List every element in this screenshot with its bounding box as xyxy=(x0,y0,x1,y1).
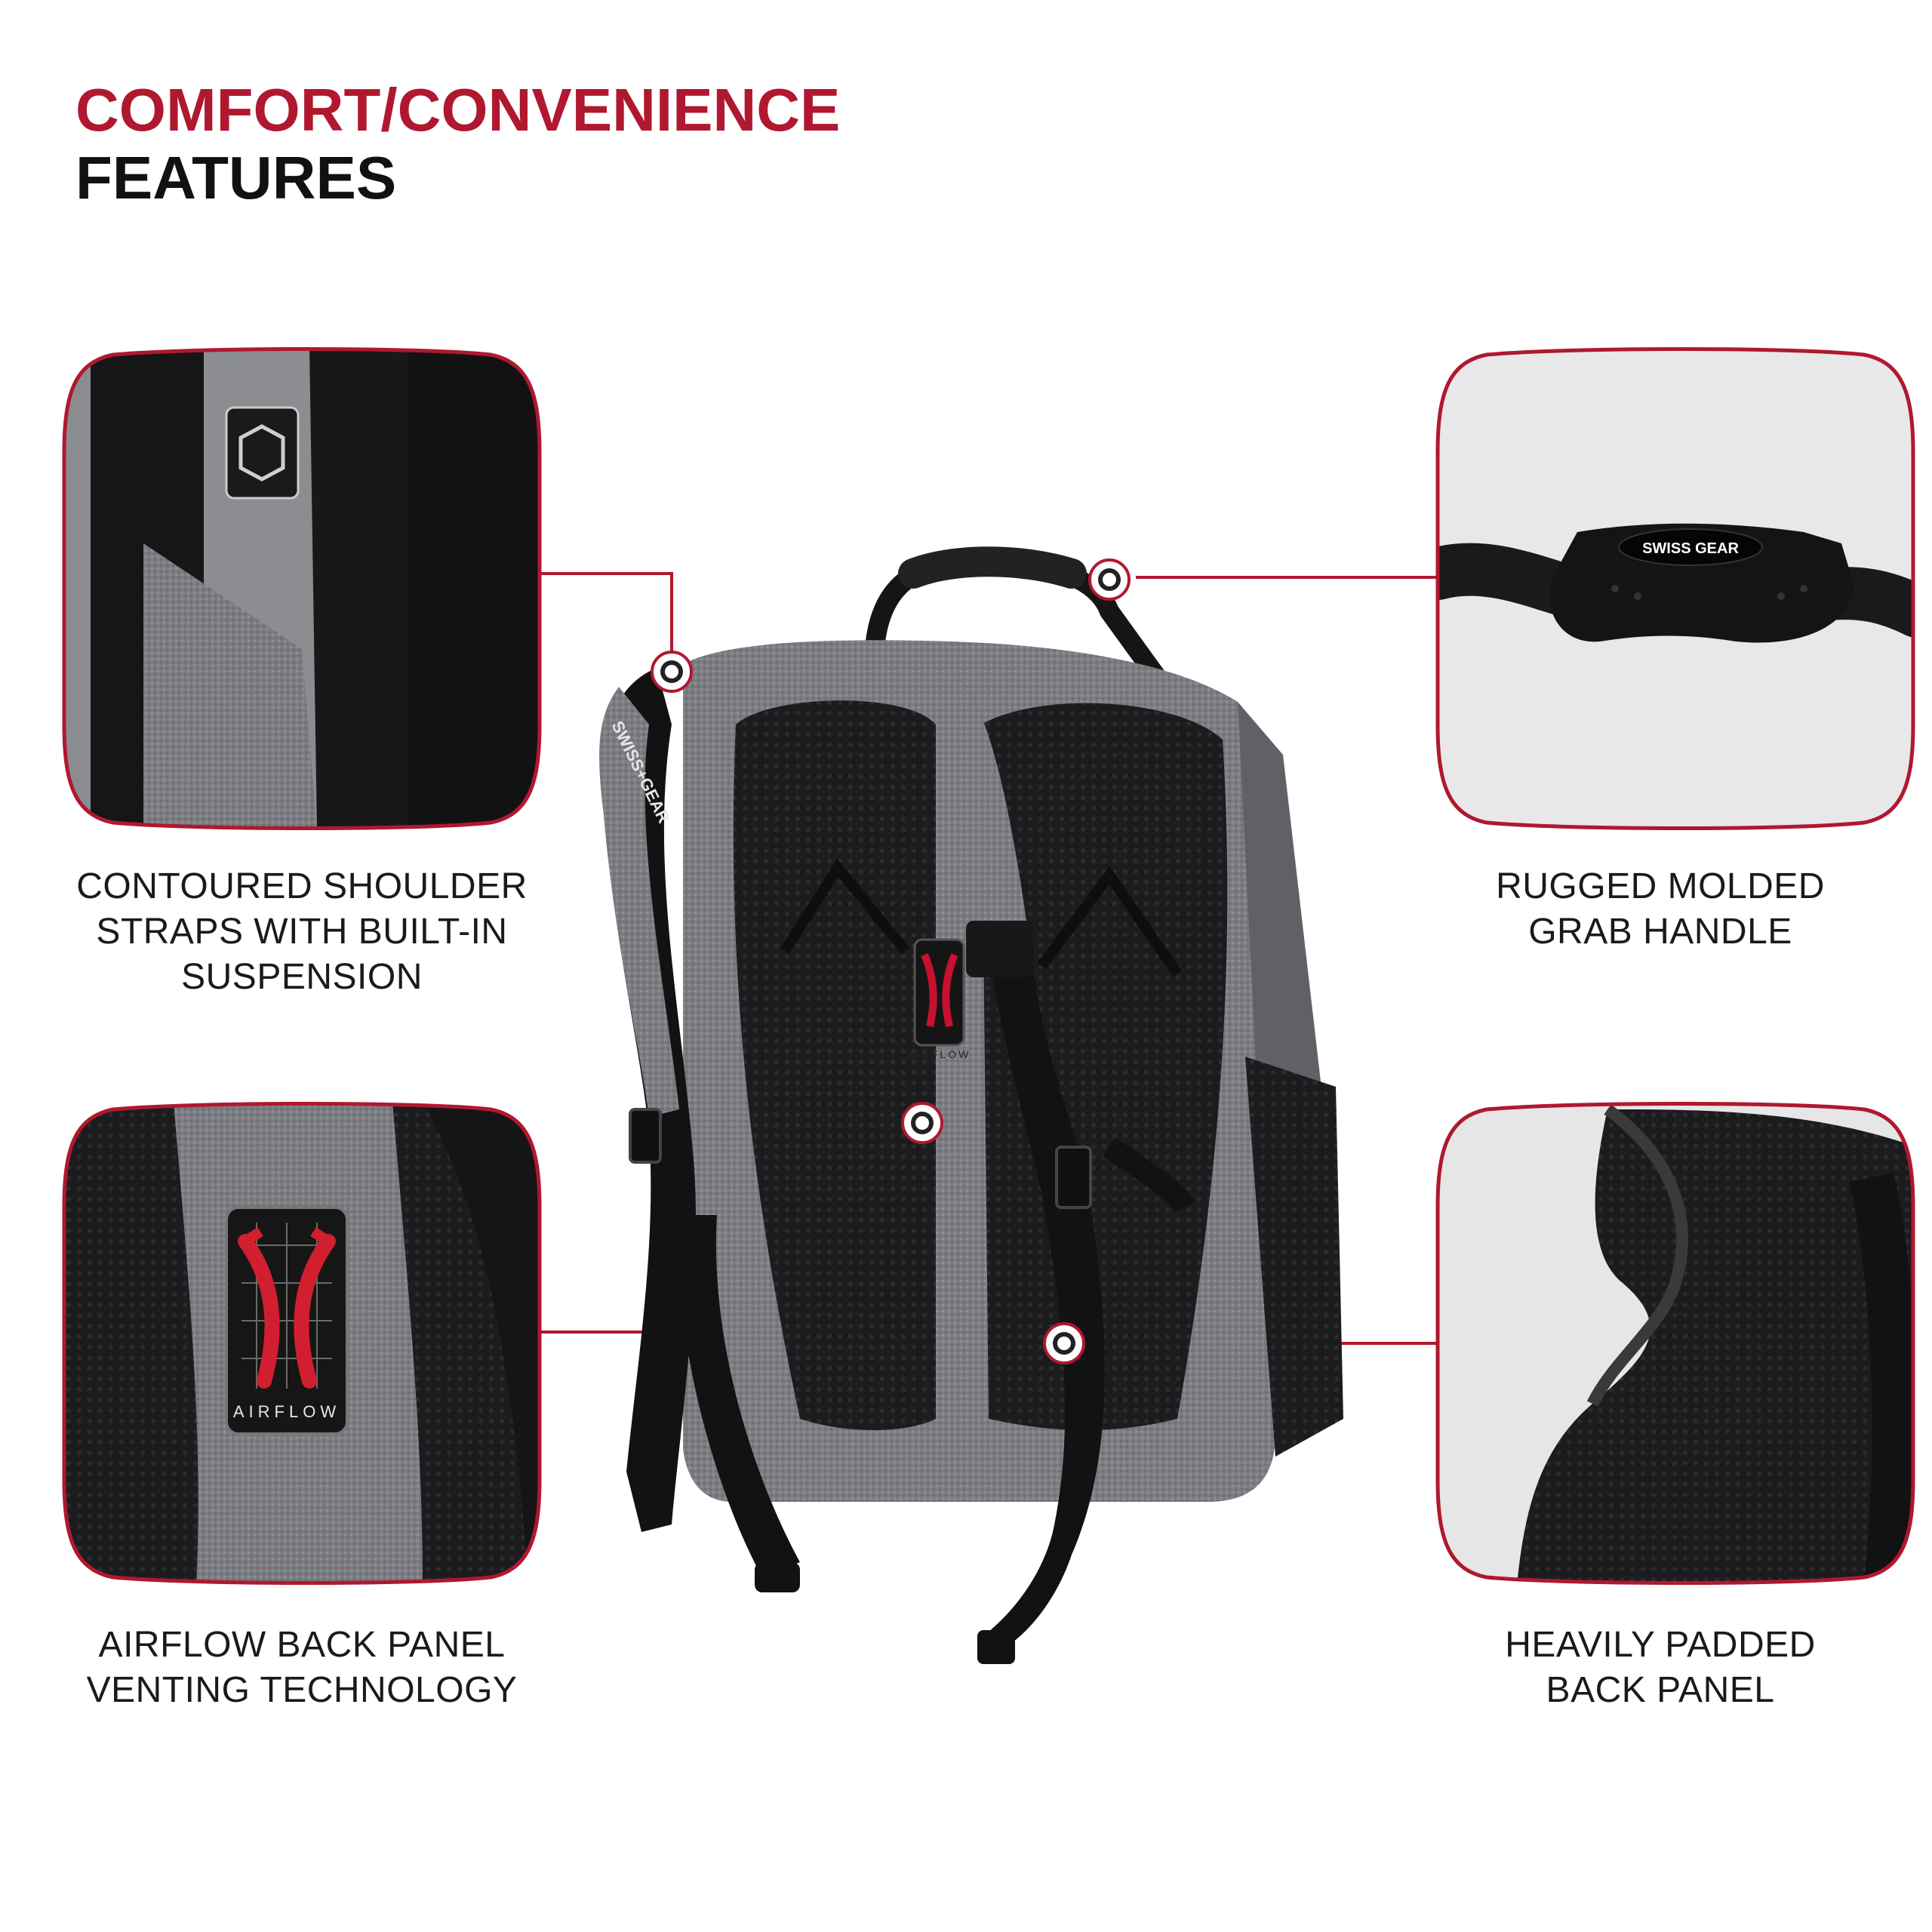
callout-grab-handle: RUGGED MOLDED GRAB HANDLE xyxy=(1404,864,1917,955)
marker-dot-airflow xyxy=(901,1102,943,1144)
callout-line: AIRFLOW BACK PANEL xyxy=(98,1625,506,1665)
callout-line: SUSPENSION xyxy=(181,957,423,997)
svg-text:AIRFLOW: AIRFLOW xyxy=(233,1402,340,1421)
svg-text:AIRFLOW: AIRFLOW xyxy=(907,1048,971,1060)
callout-shoulder-straps: CONTOURED SHOULDER STRAPS WITH BUILT-IN … xyxy=(45,864,558,1000)
svg-text:SWISS GEAR: SWISS GEAR xyxy=(1642,540,1739,557)
marker-dot-back-panel xyxy=(1043,1322,1085,1364)
callout-line: HEAVILY PADDED xyxy=(1505,1625,1816,1665)
callout-line: STRAPS WITH BUILT-IN xyxy=(96,912,508,952)
callout-airflow: AIRFLOW BACK PANEL VENTING TECHNOLOGY xyxy=(45,1623,558,1713)
marker-dots xyxy=(651,558,1131,1364)
page-title-line1: COMFORT/CONVENIENCE xyxy=(75,76,841,143)
detail-image-grab-handle: SWISS GEAR xyxy=(1435,347,1915,830)
detail-image-shoulder-strap xyxy=(62,347,542,830)
page-title-line2: FEATURES xyxy=(75,144,397,211)
detail-image-back-panel xyxy=(1435,1102,1915,1585)
marker-dot-shoulder xyxy=(651,651,693,693)
backpack: AIRFLOW SWISS+GEAR xyxy=(599,546,1343,1664)
callout-line: CONTOURED SHOULDER xyxy=(76,866,528,906)
callout-line: RUGGED MOLDED xyxy=(1496,866,1825,906)
marker-dot-handle xyxy=(1088,558,1131,601)
callout-line: VENTING TECHNOLOGY xyxy=(86,1670,518,1710)
callout-back-panel: HEAVILY PADDED BACK PANEL xyxy=(1404,1623,1917,1713)
callout-line: BACK PANEL xyxy=(1546,1670,1775,1710)
callout-line: GRAB HANDLE xyxy=(1528,912,1792,952)
detail-image-airflow: AIRFLOW xyxy=(62,1102,542,1585)
